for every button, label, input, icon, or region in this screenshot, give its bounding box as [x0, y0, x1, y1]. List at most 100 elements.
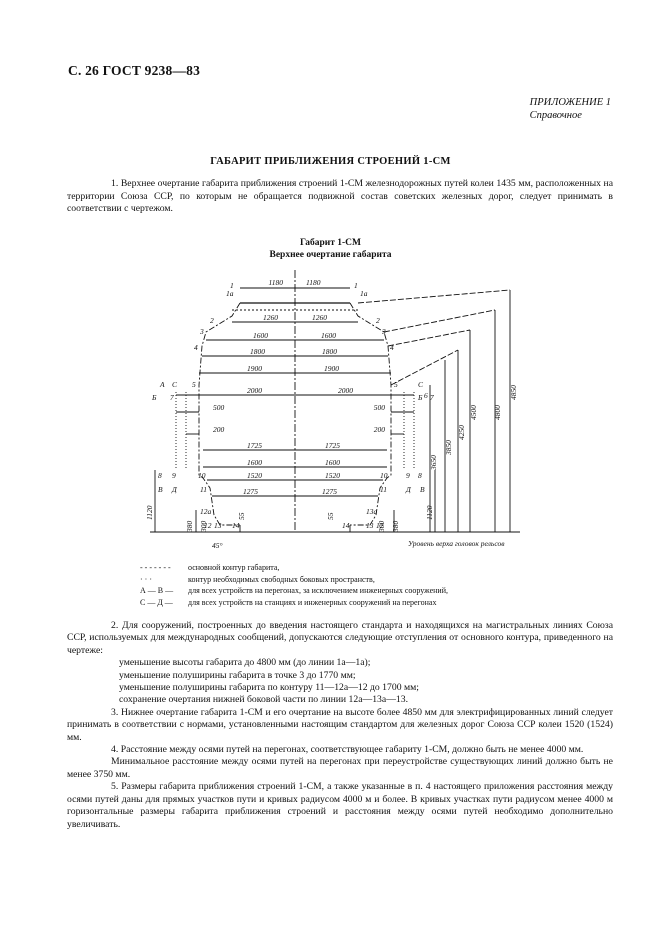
svg-text:1а: 1а	[226, 289, 234, 298]
legend-item: - - - - - - - основной контур габарита,	[140, 562, 448, 574]
svg-text:3: 3	[381, 327, 386, 336]
svg-text:1600: 1600	[321, 331, 336, 340]
legend-key: · · ·	[140, 574, 152, 584]
svg-text:6: 6	[424, 391, 428, 400]
svg-text:1275: 1275	[322, 487, 337, 496]
svg-text:8: 8	[418, 471, 422, 480]
svg-text:1180: 1180	[306, 278, 321, 287]
svg-text:4250: 4250	[457, 425, 466, 440]
svg-text:3: 3	[199, 327, 204, 336]
svg-text:С: С	[418, 380, 424, 389]
svg-text:55: 55	[326, 512, 335, 520]
svg-text:200: 200	[213, 425, 225, 434]
svg-text:13а: 13а	[366, 507, 378, 516]
svg-text:55: 55	[237, 512, 246, 520]
legend-text: для всех устройств на станциях и инженер…	[188, 597, 437, 607]
svg-text:380: 380	[391, 521, 400, 534]
svg-text:1800: 1800	[250, 347, 265, 356]
svg-text:2000: 2000	[247, 386, 262, 395]
svg-text:1520: 1520	[247, 471, 262, 480]
svg-text:Б: Б	[151, 393, 157, 402]
legend-key: - - - - - - -	[140, 563, 171, 572]
svg-text:1275: 1275	[243, 487, 258, 496]
svg-text:7: 7	[170, 393, 174, 402]
svg-text:1800: 1800	[322, 347, 337, 356]
svg-text:11: 11	[380, 485, 387, 494]
legend-item: · · · контур необходимых свободных боковы…	[140, 574, 448, 586]
svg-text:1а: 1а	[360, 289, 368, 298]
svg-text:1600: 1600	[247, 458, 262, 467]
legend-text: контур необходимых свободных боковых про…	[188, 574, 375, 584]
svg-text:380: 380	[185, 521, 194, 534]
svg-text:7: 7	[430, 393, 434, 402]
svg-text:11: 11	[200, 485, 207, 494]
paragraph-indent: уменьшение полуширины габарита по контур…	[119, 682, 419, 694]
svg-text:1: 1	[230, 281, 234, 290]
svg-text:Б: Б	[417, 393, 423, 402]
svg-text:А: А	[159, 380, 165, 389]
legend-text: для всех устройств на перегонах, за искл…	[188, 586, 448, 595]
svg-text:1180: 1180	[269, 278, 284, 287]
paragraph: Минимальное расстояние между осями путей…	[67, 756, 613, 780]
svg-text:1600: 1600	[325, 458, 340, 467]
svg-text:10: 10	[198, 471, 206, 480]
svg-text:1260: 1260	[263, 313, 278, 322]
svg-text:10: 10	[380, 471, 388, 480]
legend-key: С — Д —	[140, 597, 173, 607]
svg-text:12: 12	[204, 521, 212, 530]
legend: - - - - - - - основной контур габарита, ·…	[140, 562, 448, 608]
svg-text:2: 2	[210, 316, 214, 325]
svg-text:12: 12	[376, 521, 384, 530]
svg-text:1520: 1520	[325, 471, 340, 480]
appendix-label: ПРИЛОЖЕНИЕ 1 Справочное	[530, 96, 611, 122]
svg-text:13: 13	[214, 521, 222, 530]
paragraph: 5. Размеры габарита приближения строений…	[67, 781, 613, 830]
svg-text:500: 500	[374, 403, 386, 412]
paragraph-indent: сохранение очертания нижней боковой част…	[119, 694, 408, 706]
svg-text:В: В	[158, 485, 163, 494]
rail-level-label: Уровень верха головок рельсов	[408, 539, 505, 548]
svg-text:3650: 3650	[429, 455, 438, 471]
page-header: С. 26 ГОСТ 9238—83	[68, 63, 201, 78]
figure-title: Габарит 1-СМ Верхнее очертание габарита	[0, 237, 661, 261]
svg-text:1: 1	[354, 281, 358, 290]
svg-text:3850: 3850	[444, 440, 453, 456]
svg-text:1260: 1260	[312, 313, 327, 322]
svg-text:4: 4	[390, 343, 394, 352]
svg-text:45°: 45°	[212, 541, 223, 550]
svg-text:2: 2	[376, 316, 380, 325]
legend-key: А — В —	[140, 586, 174, 595]
svg-text:14: 14	[232, 521, 240, 530]
paragraph: 3. Нижнее очертание габарита 1-СМ и его …	[67, 706, 613, 743]
document-title: ГАБАРИТ ПРИБЛИЖЕНИЯ СТРОЕНИЙ 1-СМ	[210, 156, 451, 167]
figure-title-main: Габарит 1-СМ	[300, 238, 361, 248]
paragraph: 4. Расстояние между осями путей на перег…	[111, 744, 584, 756]
appendix-subtitle: Справочное	[529, 110, 582, 121]
svg-text:1725: 1725	[325, 441, 340, 450]
paragraph-1: 1. Верхнее очертание габарита приближени…	[67, 178, 613, 214]
svg-text:1900: 1900	[247, 364, 262, 373]
svg-text:5: 5	[192, 380, 196, 389]
svg-text:4850: 4850	[509, 385, 518, 400]
svg-text:9: 9	[406, 471, 410, 480]
svg-text:12а: 12а	[200, 507, 212, 516]
svg-text:2000: 2000	[338, 386, 353, 395]
svg-text:300: 300	[199, 521, 208, 534]
svg-text:300: 300	[377, 521, 386, 534]
svg-text:С: С	[172, 380, 178, 389]
appendix-title: ПРИЛОЖЕНИЕ 1	[529, 97, 611, 108]
svg-text:5: 5	[394, 380, 398, 389]
svg-text:1725: 1725	[247, 441, 262, 450]
svg-text:1600: 1600	[253, 331, 268, 340]
legend-item: С — Д — для всех устройств на станциях и …	[140, 597, 448, 609]
svg-text:9: 9	[172, 471, 176, 480]
svg-text:1900: 1900	[324, 364, 339, 373]
figure-title-sub: Верхнее очертание габарита	[269, 250, 392, 260]
svg-text:200: 200	[374, 425, 386, 434]
legend-text: основной контур габарита,	[188, 563, 280, 572]
svg-text:4500: 4500	[469, 405, 478, 420]
svg-text:1120: 1120	[425, 505, 434, 520]
svg-text:13: 13	[366, 521, 374, 530]
svg-text:500: 500	[213, 403, 225, 412]
